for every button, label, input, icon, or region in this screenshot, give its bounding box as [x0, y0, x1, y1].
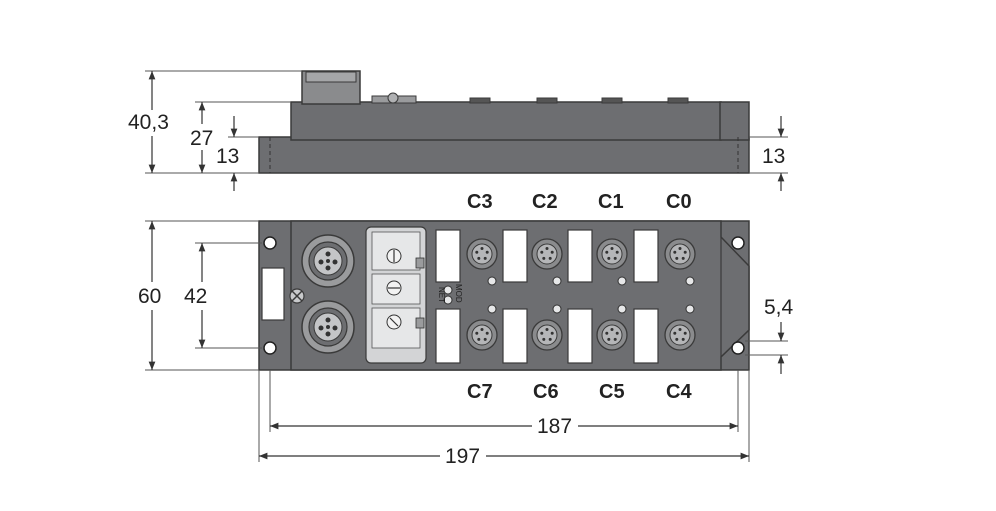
- port-label-c3: C3: [467, 191, 493, 213]
- mounting-hole: [731, 341, 745, 355]
- m12-port: [466, 319, 498, 351]
- m12-port: [596, 238, 628, 270]
- fieldbus-connector-out: [301, 300, 355, 354]
- port-led: [685, 276, 695, 286]
- address-switch-cover: [365, 226, 427, 364]
- port-status-leds: [487, 276, 695, 314]
- top-view: MOD NET C3 C2 C1 C0 C7 C6 C5 C4: [258, 191, 750, 403]
- dim-body-height: 27: [190, 127, 213, 150]
- mounting-hole: [263, 236, 277, 250]
- ports-top-row: [466, 238, 696, 270]
- port-label-windows: [435, 229, 659, 364]
- dim-mounting-distance: 187: [537, 415, 572, 438]
- fieldbus-connector-in: [301, 234, 355, 288]
- port-led: [487, 304, 497, 314]
- side-body: [290, 101, 722, 141]
- dim-hole-diameter: 5,4: [764, 296, 794, 319]
- port-label-c6: C6: [533, 381, 559, 403]
- port-led: [617, 276, 627, 286]
- m12-port: [664, 238, 696, 270]
- side-view: [258, 70, 750, 174]
- dim-depth: 60: [138, 285, 161, 308]
- side-dimensions: 40,3 27 13 13: [128, 70, 788, 191]
- side-base-plate: [258, 136, 750, 174]
- m12-port: [664, 319, 696, 351]
- port-label-c2: C2: [532, 191, 558, 213]
- m12-port: [531, 319, 563, 351]
- mounting-hole: [731, 236, 745, 250]
- m12-port: [596, 319, 628, 351]
- top-dimensions: 60 42 5,4 187 197: [138, 220, 794, 468]
- mod-led: [443, 285, 453, 295]
- port-label-c7: C7: [467, 381, 493, 403]
- dim-hole-spacing: 42: [184, 285, 207, 308]
- dim-overall-length: 197: [445, 445, 480, 468]
- port-led: [552, 304, 562, 314]
- port-label-c1: C1: [598, 191, 624, 213]
- dim-base-height-left: 13: [216, 145, 239, 168]
- port-label-c5: C5: [599, 381, 625, 403]
- side-port-stub: [469, 97, 491, 104]
- port-led: [617, 304, 627, 314]
- m12-port: [466, 238, 498, 270]
- port-led: [552, 276, 562, 286]
- left-label-slot: [261, 267, 285, 321]
- net-led-label: NET: [437, 287, 446, 303]
- port-led: [487, 276, 497, 286]
- side-port-stub: [536, 97, 558, 104]
- side-port-stub: [601, 97, 623, 104]
- dim-overall-height: 40,3: [128, 111, 169, 134]
- side-port-stub: [667, 97, 689, 104]
- ports-bottom-row: [466, 319, 696, 351]
- net-led: [443, 295, 453, 305]
- mounting-hole: [263, 341, 277, 355]
- port-label-c0: C0: [666, 191, 692, 213]
- port-led: [685, 304, 695, 314]
- port-label-c4: C4: [666, 381, 692, 403]
- dim-base-height-right: 13: [762, 145, 785, 168]
- m12-port: [531, 238, 563, 270]
- mod-led-label: MOD: [454, 284, 463, 303]
